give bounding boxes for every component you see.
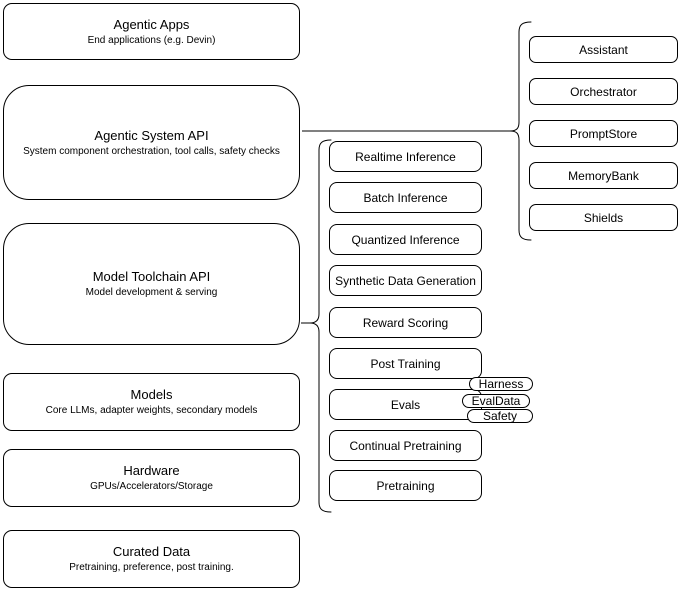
service-label: Continual Pretraining [349, 438, 462, 453]
box-subtitle: End applications (e.g. Devin) [87, 34, 216, 46]
component-label: Assistant [579, 42, 628, 57]
box-title: Models [130, 387, 173, 402]
box-subtitle: GPUs/Accelerators/Storage [90, 481, 213, 492]
box-subtitle: Pretraining, preference, post training. [69, 562, 234, 573]
service-label: Reward Scoring [362, 315, 449, 330]
box-post-training: Post Training [329, 348, 482, 379]
component-label: PromptStore [569, 126, 638, 141]
box-continual-pretraining: Continual Pretraining [329, 430, 482, 461]
box-subtitle: Core LLMs, adapter weights, secondary mo… [45, 405, 258, 416]
box-title: Hardware [123, 463, 180, 478]
box-orchestrator: Orchestrator [529, 78, 678, 105]
service-label: Post Training [370, 356, 441, 371]
box-promptstore: PromptStore [529, 120, 678, 147]
box-evals: Evals [329, 389, 482, 420]
box-title: Model Toolchain API [92, 269, 211, 284]
box-agentic-apps: Agentic Apps End applications (e.g. Devi… [3, 3, 300, 60]
box-memorybank: MemoryBank [529, 162, 678, 189]
box-models: Models Core LLMs, adapter weights, secon… [3, 373, 300, 431]
tag-label: Safety [482, 409, 518, 423]
service-label: Batch Inference [363, 190, 448, 205]
box-hardware: Hardware GPUs/Accelerators/Storage [3, 449, 300, 507]
component-label: Orchestrator [570, 84, 637, 99]
box-pretraining: Pretraining [329, 470, 482, 501]
box-realtime-inference: Realtime Inference [329, 141, 482, 172]
box-title: Agentic Apps [113, 16, 190, 32]
box-quantized-inference: Quantized Inference [329, 224, 482, 255]
box-title: Agentic System API [94, 127, 209, 143]
box-curated-data: Curated Data Pretraining, preference, po… [3, 530, 300, 588]
box-assistant: Assistant [529, 36, 678, 63]
service-label: Pretraining [376, 478, 435, 493]
box-subtitle: System component orchestration, tool cal… [23, 145, 280, 157]
tag-harness: Harness [469, 377, 533, 391]
box-reward-scoring: Reward Scoring [329, 307, 482, 338]
component-label: MemoryBank [568, 168, 639, 183]
service-label: Quantized Inference [351, 232, 460, 247]
system-components-brace [509, 21, 532, 241]
box-title: Curated Data [112, 544, 191, 559]
box-synthetic-data-generation: Synthetic Data Generation [329, 265, 482, 296]
tag-evaldata: EvalData [462, 394, 530, 408]
box-agentic-system-api: Agentic System API System component orch… [3, 85, 300, 200]
service-label: Evals [390, 397, 421, 412]
toolchain-services-brace [309, 139, 332, 513]
tag-label: EvalData [471, 394, 521, 408]
box-shields: Shields [529, 204, 678, 231]
tag-safety: Safety [467, 409, 533, 423]
box-model-toolchain-api: Model Toolchain API Model development & … [3, 223, 300, 345]
component-label: Shields [583, 210, 624, 225]
box-batch-inference: Batch Inference [329, 182, 482, 213]
box-subtitle: Model development & serving [85, 287, 218, 298]
service-label: Realtime Inference [355, 149, 456, 164]
tag-label: Harness [478, 377, 524, 391]
service-label: Synthetic Data Generation [335, 273, 476, 288]
